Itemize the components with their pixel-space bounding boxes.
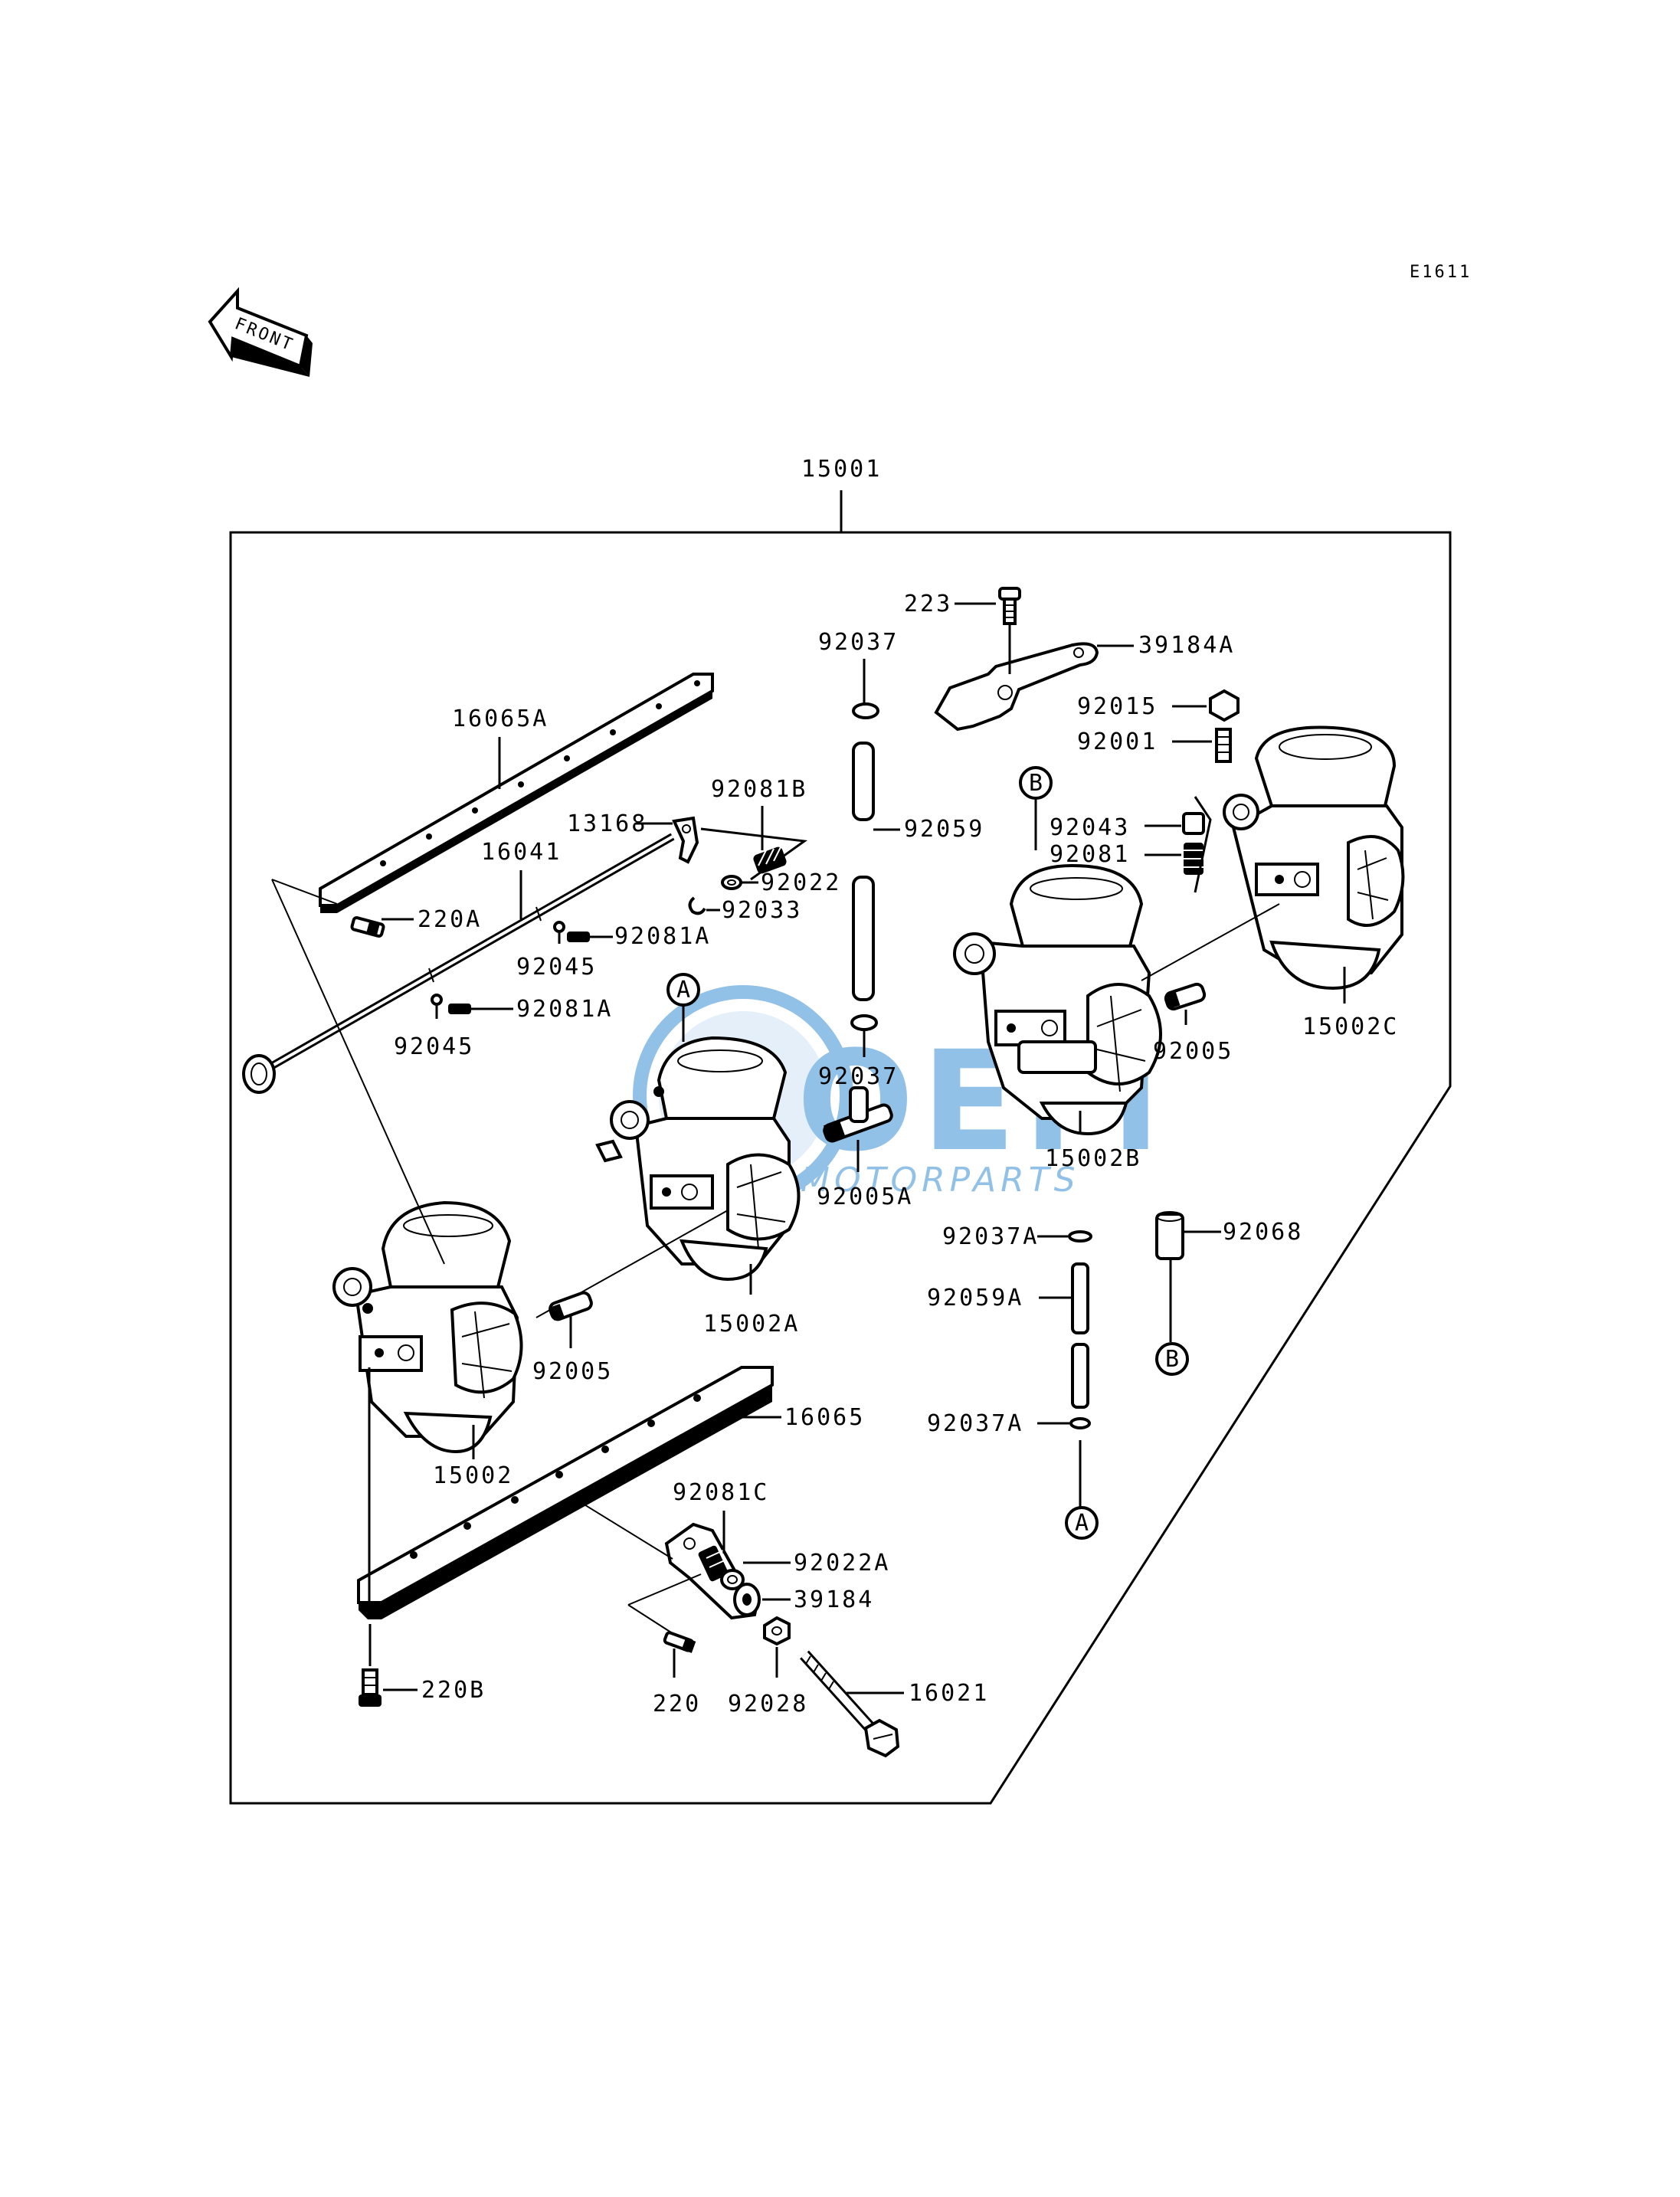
bolt-220[interactable] bbox=[663, 1631, 696, 1653]
assembly-label: 15001 bbox=[801, 456, 882, 483]
rail-16065A[interactable] bbox=[319, 673, 714, 913]
label-92022A: 92022A bbox=[794, 1550, 890, 1577]
ref-a-top-label: A bbox=[676, 977, 693, 1004]
bracket-39184A[interactable] bbox=[934, 642, 1099, 732]
label-92068: 92068 bbox=[1223, 1219, 1303, 1246]
label-92043: 92043 bbox=[1050, 814, 1130, 841]
label-15002A: 15002A bbox=[703, 1311, 800, 1338]
label-92081B: 92081B bbox=[711, 776, 807, 803]
spring-92081C[interactable] bbox=[697, 1544, 729, 1582]
label-92037A-2: 92037A bbox=[927, 1410, 1023, 1437]
nut-92028[interactable] bbox=[763, 1616, 791, 1646]
label-15002: 15002 bbox=[433, 1462, 513, 1489]
bolt-220A[interactable] bbox=[350, 915, 385, 938]
label-92081C: 92081C bbox=[673, 1479, 769, 1506]
connector-92005-left[interactable] bbox=[549, 1291, 593, 1321]
label-16041: 16041 bbox=[481, 839, 562, 866]
label-92081: 92081 bbox=[1050, 841, 1130, 868]
shaft-16041[interactable] bbox=[242, 833, 675, 1094]
label-39184: 39184 bbox=[794, 1586, 874, 1613]
label-223: 223 bbox=[904, 591, 952, 617]
label-92005-left: 92005 bbox=[532, 1358, 613, 1385]
nut-92015[interactable] bbox=[1209, 689, 1240, 722]
t-fitting-92005A[interactable] bbox=[823, 1086, 893, 1143]
carburetor-15002A[interactable] bbox=[595, 1036, 801, 1282]
carburetor-15002[interactable] bbox=[332, 1200, 523, 1454]
label-92022: 92022 bbox=[761, 869, 841, 896]
cap-92037A-bottom[interactable] bbox=[1069, 1417, 1091, 1429]
label-92005A: 92005A bbox=[817, 1184, 913, 1210]
label-220A: 220A bbox=[418, 906, 482, 933]
cap-92043[interactable] bbox=[1182, 812, 1205, 835]
label-15002B: 15002B bbox=[1045, 1145, 1141, 1172]
spring-92081A-2[interactable] bbox=[448, 1004, 471, 1014]
diagram-code: E1611 bbox=[1410, 263, 1472, 282]
washer-92022[interactable] bbox=[721, 875, 742, 890]
label-92037A-1: 92037A bbox=[942, 1223, 1039, 1250]
bolt-223[interactable] bbox=[998, 587, 1021, 625]
ref-b-top-label: B bbox=[1029, 770, 1045, 797]
label-220B: 220B bbox=[421, 1677, 486, 1704]
clip-92033[interactable] bbox=[688, 896, 706, 915]
label-13168: 13168 bbox=[567, 810, 647, 837]
front-arrow-icon: FRONT bbox=[208, 286, 313, 377]
label-92045-2: 92045 bbox=[394, 1033, 474, 1060]
tube-92059[interactable] bbox=[852, 742, 875, 1001]
label-92081A-2: 92081A bbox=[516, 996, 613, 1023]
ball-92045-1[interactable] bbox=[553, 921, 565, 933]
adjuster-screw-16021[interactable] bbox=[800, 1650, 900, 1758]
ball-92045-2[interactable] bbox=[431, 994, 443, 1006]
label-92081A-1: 92081A bbox=[614, 923, 711, 950]
label-92037-top: 92037 bbox=[818, 629, 899, 656]
label-92037-mid: 92037 bbox=[818, 1063, 899, 1090]
label-16021: 16021 bbox=[909, 1680, 989, 1707]
sleeve-92068[interactable] bbox=[1155, 1211, 1184, 1260]
rail-16065[interactable] bbox=[357, 1366, 774, 1619]
bolt-220B[interactable] bbox=[359, 1668, 382, 1707]
label-15002C: 15002C bbox=[1302, 1013, 1399, 1040]
spring-92081B[interactable] bbox=[752, 845, 788, 875]
label-220: 220 bbox=[653, 1691, 701, 1717]
spring-92081A-1[interactable] bbox=[567, 932, 590, 942]
ref-b-bottom bbox=[1155, 1342, 1189, 1376]
label-39184A: 39184A bbox=[1138, 632, 1235, 659]
assembly-boundary bbox=[229, 531, 1452, 1805]
label-16065: 16065 bbox=[784, 1404, 865, 1431]
washer-92022A[interactable] bbox=[720, 1569, 745, 1590]
connector-92005-right[interactable] bbox=[1164, 982, 1207, 1011]
carburetor-15002C[interactable] bbox=[1223, 725, 1405, 990]
carburetor-15002B[interactable] bbox=[953, 863, 1162, 1136]
label-92059A: 92059A bbox=[927, 1285, 1023, 1311]
label-92001: 92001 bbox=[1077, 729, 1158, 755]
lever-13168[interactable] bbox=[672, 816, 699, 864]
oring-92037-mid[interactable] bbox=[850, 1014, 878, 1031]
oring-92037-top[interactable] bbox=[852, 702, 879, 719]
label-16065A: 16065A bbox=[452, 706, 549, 732]
ref-b-bottom-label: B bbox=[1165, 1346, 1181, 1373]
ref-a-bottom-label: A bbox=[1075, 1510, 1091, 1537]
label-92045-1: 92045 bbox=[516, 954, 597, 981]
label-92059: 92059 bbox=[904, 816, 984, 843]
screw-92001[interactable] bbox=[1215, 728, 1232, 763]
tube-92059A[interactable] bbox=[1071, 1262, 1089, 1409]
label-92015: 92015 bbox=[1077, 693, 1158, 720]
watermark-sub: MOTORPARTS bbox=[801, 1161, 1080, 1200]
label-92033: 92033 bbox=[722, 897, 802, 924]
cap-92037A-top[interactable] bbox=[1068, 1230, 1092, 1243]
label-92028: 92028 bbox=[728, 1691, 808, 1717]
ref-a-bottom bbox=[1065, 1506, 1099, 1540]
label-92005-right: 92005 bbox=[1153, 1038, 1233, 1065]
